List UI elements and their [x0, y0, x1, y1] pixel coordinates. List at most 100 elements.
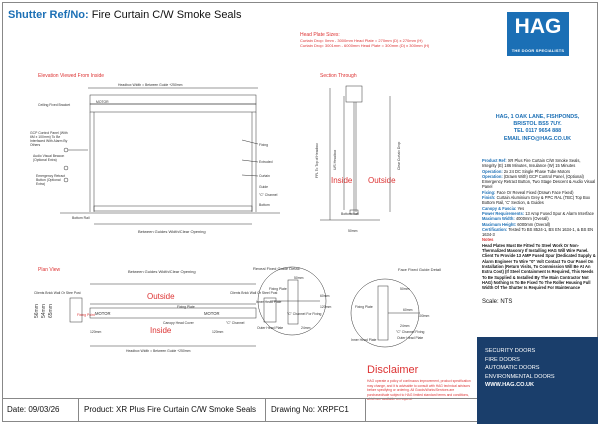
head-plate-line-1: Curtain Drop: 0mm - 3000mm Head Plate = …: [300, 38, 423, 44]
date-field: Date: 09/03/26: [7, 405, 60, 414]
plan-right-wall: Clients Brick Wall Or Steel Post: [230, 291, 278, 295]
notes-text: Head Plates Must Be Fitted To Steel Work…: [482, 242, 596, 291]
section-width: 50mm: [348, 229, 358, 233]
reveal-d2: 60mm: [320, 294, 330, 298]
elevation-curtain: Curtain: [259, 174, 270, 178]
plan-drawing: [69, 283, 277, 347]
section-inside: Inside: [331, 176, 353, 185]
section-drawing: [320, 85, 391, 221]
address-phone: TEL 0117 9654 888: [513, 128, 562, 135]
face-outer-head: Outer Head Plate: [397, 336, 424, 340]
gcp-label: GCP Control Panel (With 6M x 100mm) To B…: [30, 131, 68, 147]
section-outside: Outside: [368, 176, 396, 185]
audio-beacon-label: Audio Visual Beacon (Optional Extra): [33, 154, 65, 162]
page-title: Shutter Ref/No: Fire Curtain C/W Smoke S…: [8, 9, 242, 21]
divider: [365, 399, 366, 421]
elevation-title: Elevation Viewed From Inside: [38, 73, 105, 79]
shutter-ref-label: Shutter Ref/No:: [8, 9, 89, 21]
divider: [78, 399, 79, 421]
plan-title: Plan View: [38, 267, 61, 273]
face-inner-head: Inner Head Plate: [351, 338, 377, 342]
face-d2: 60mm: [403, 308, 413, 312]
face-channel: "C" Channel Fixing: [396, 330, 425, 334]
reveal-channel: "C" Channel For Fixing: [287, 312, 322, 316]
spec-item: Finish: Curtain Aluminium Grey & PPC RAL…: [482, 195, 591, 206]
divider: [265, 399, 266, 421]
spec-item: Certification: Tested To BS 8524-1, BS E…: [482, 226, 594, 238]
spec-item: Power Requirements: 13 Amp Fused Spur & …: [482, 210, 594, 216]
address-email: EMAIL INFO@HAG.CO.UK: [503, 135, 572, 142]
elevation-extruded: Extruded: [259, 160, 273, 164]
address-line-2: BRISTOL BS5 7UY.: [513, 121, 562, 128]
hag-logo: HAG THE DOOR SPECIALISTS: [507, 12, 569, 56]
plan-outside: Outside: [147, 292, 175, 301]
specification: Product Ref: XR Plus Fire Curtain C/W Sm…: [482, 158, 596, 290]
spec-item: Canopy & Fascia: Yes: [482, 205, 525, 211]
elevation-drawing: [60, 87, 280, 225]
technical-drawings: [60, 85, 420, 348]
website-link[interactable]: WWW.HAG.CO.UK: [485, 382, 535, 389]
face-d1: 50mm: [400, 287, 410, 291]
elevation-fixing: Fixing: [259, 143, 269, 147]
logo-area: HAG THE DOOR SPECIALISTS: [477, 2, 598, 82]
elevation-between-guides: Between Guides Width/Clear Opening: [138, 229, 206, 234]
face-detail-drawing: [350, 278, 420, 348]
address-line-1: HAG, 1 OAK LANE, FISHPONDS,: [495, 114, 580, 120]
spec-item: Product Ref: XR Plus Fire Curtain C/W Sm…: [482, 158, 581, 169]
ceiling-bracket-label: Ceiling Fixed Bracket: [38, 103, 71, 107]
right-panel: HAG THE DOOR SPECIALISTS HAG, 1 OAK LANE…: [477, 2, 598, 424]
reveal-outer-head: Outer Head Plate: [257, 326, 284, 330]
title-block: Date: 09/03/26 Product: XR Plus Fire Cur…: [2, 398, 477, 421]
promo-line-3: AUTOMATIC DOORS: [485, 365, 540, 372]
plan-between-guides: Between Guides Width/Clear Opening: [128, 269, 196, 274]
logo-text: HAG: [514, 15, 562, 38]
elevation-headbox-width: Headbox Width = Between Guide +250mm: [118, 83, 183, 87]
plan-right-dim: 120mm: [212, 330, 224, 334]
head-plate-heading: Head Plate Sizes:: [300, 32, 340, 38]
head-plate-line-2: Curtain Drop: 3001mm - 6000mm Head Plate…: [300, 43, 430, 49]
disclaimer-text: HAG operate a policy of continuous impro…: [367, 379, 471, 402]
company-address: HAG, 1 OAK LANE, FISHPONDS, BRISTOL BS5 …: [477, 114, 598, 143]
promo-banner: SECURITY DOORS FIRE DOORS AUTOMATIC DOOR…: [477, 337, 598, 424]
plan-motor-right: MOTOR: [204, 311, 220, 316]
emergency-button-label: Emergency Retract Button (Optional Extra…: [36, 174, 66, 186]
spec-item: Operation: 2x 24 DC Single Phase Tube Mo…: [482, 168, 571, 174]
elevation-bottom-rail: Bottom Rail: [72, 216, 90, 220]
reveal-fixing-plate: Fixing Plate: [269, 287, 287, 291]
elevation-c-channel: "C" Channel: [259, 193, 278, 197]
face-d3: 100mm: [418, 314, 430, 318]
plan-canopy: Canopy Head Cover: [163, 321, 194, 325]
elevation-bottom: Bottom: [259, 203, 270, 207]
notes-heading: Notes: [482, 237, 494, 243]
spec-item: Fixing: Face Or Reveal Fixed (Drawn Face…: [482, 189, 574, 195]
plan-fixing-plate: Fixing Plate: [177, 305, 195, 309]
face-d4: 24mm: [400, 324, 410, 328]
scale-label: Scale: NTS: [482, 299, 513, 305]
drawing-number: Drawing No: XRPFC1: [271, 405, 349, 414]
elevation-motor: MOTOR: [96, 100, 109, 104]
spec-item: Maximum Width: 4000mm (Overall): [482, 216, 549, 222]
promo-line-2: FIRE DOORS: [485, 356, 520, 363]
spec-item: Maximum Height: 6000mm (Overall): [482, 221, 551, 227]
plan-left-dim: 120mm: [90, 330, 102, 334]
product-title: Fire Curtain C/W Smoke Seals: [91, 9, 242, 21]
plan-fixing-point: Fixing Point: [77, 313, 95, 317]
plan-headbox-width: Headbox Width = Between Guide +250mm: [126, 349, 191, 353]
promo-line-4: ENVIRONMENTAL DOORS: [485, 373, 555, 380]
promo-line-1: SECURITY DOORS: [485, 348, 536, 354]
reveal-inner-head: Inner Head Plate: [256, 300, 282, 304]
logo-tagline: THE DOOR SPECIALISTS: [511, 48, 565, 53]
reveal-detail-title: Reveal Fixed Guide Detail: [253, 266, 300, 271]
product-field: Product: XR Plus Fire Curtain C/W Smoke …: [84, 405, 257, 414]
face-detail-title: Face Fixed Guide Detail: [398, 267, 441, 272]
reveal-detail-drawing: [257, 266, 327, 336]
plan-left-wall: Clients Brick Wall Or Stee Post: [34, 291, 81, 295]
section-title: Section Through: [320, 73, 357, 79]
reveal-d1: 50mm: [294, 276, 304, 280]
reveal-d4: 24mm: [301, 326, 311, 330]
plan-motor-left: MOTOR: [95, 311, 111, 316]
elevation-guide: Guide: [259, 185, 269, 189]
head-plate-sizes: Head Plate Sizes: Curtain Drop: 0mm - 30…: [300, 32, 430, 49]
plan-c-channel: "C" Channel: [226, 321, 245, 325]
